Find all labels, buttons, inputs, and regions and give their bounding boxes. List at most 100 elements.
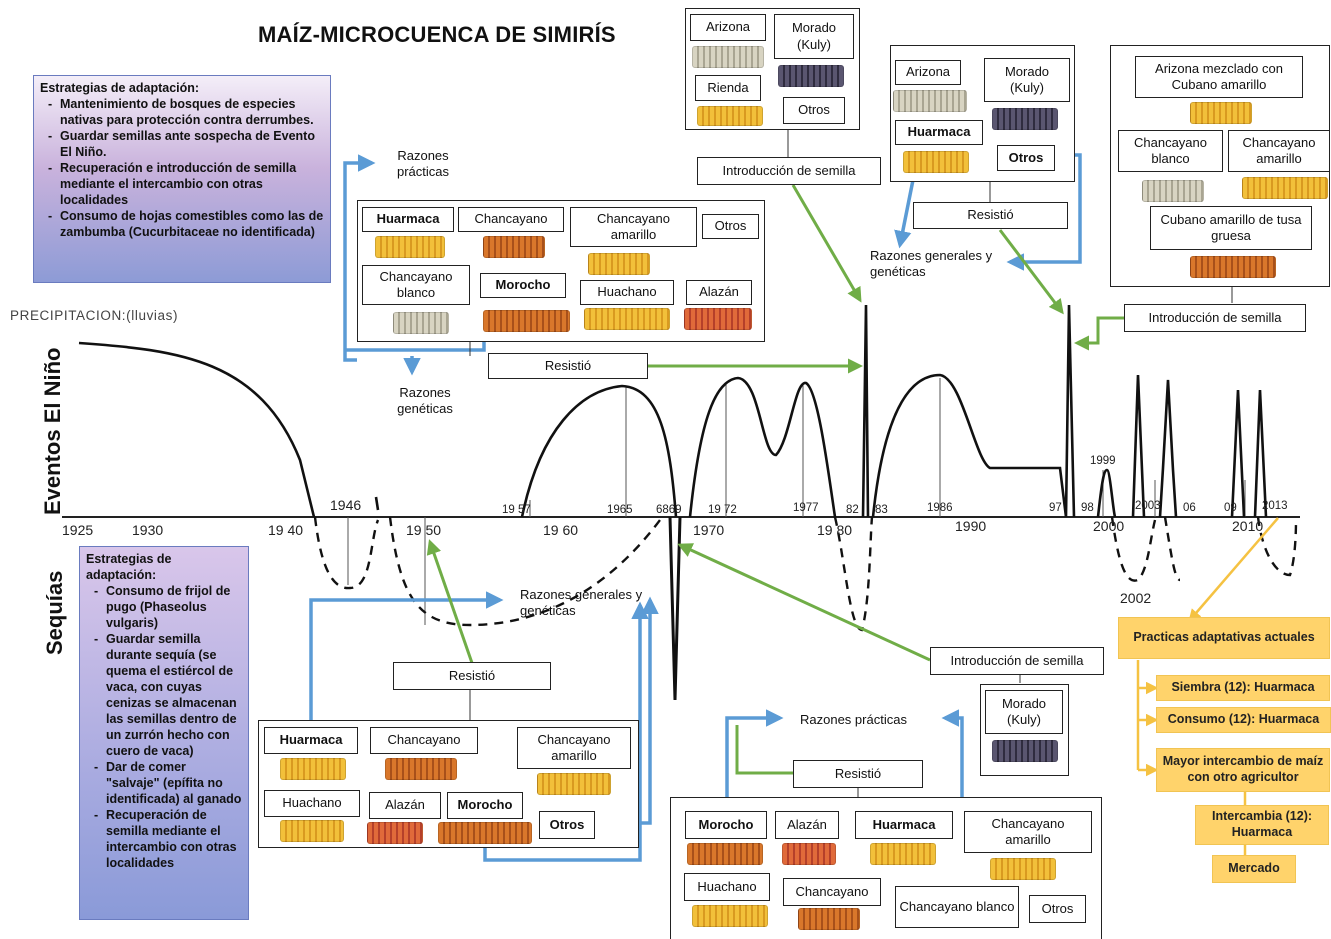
variety-huarmaca: Huarmaca [895,120,983,145]
resistio-box: Resistió [488,353,648,379]
arrow-green-intro-bottom [677,543,931,662]
year-label: 19 40 [268,522,304,538]
arrow-blue-top-right-1 [894,174,916,249]
arrow-green-resistio-bottom [426,539,474,664]
variety-morado-kuly: Morado (Kuly) [984,58,1070,102]
variety-chancayano-blanco: Chancayano blanco [895,886,1019,928]
variety-chancayano-blanco: Chancayano blanco [1118,130,1223,172]
variety-arizona: Arizona [895,60,961,85]
strategy-item: Guardar semillas ante sospecha de Evento… [48,128,324,160]
year-label: 19 50 [406,522,442,538]
corn-image [687,843,763,865]
variety-otros: Otros [539,811,595,839]
corn-image [903,151,969,173]
drought-strategies: Estrategias de adaptación: Consumo de fr… [79,546,249,920]
arrow-green-intro-right [1074,316,1124,351]
corn-image [692,46,764,68]
resistio-box: Resistió [913,202,1068,229]
year-label: 1990 [955,518,987,534]
variety-huarmaca: Huarmaca [362,207,454,232]
corn-image [588,253,650,275]
resistio-box: Resistió [793,760,923,788]
year-label: 2000 [1093,518,1125,534]
variety-alazan: Alazán [686,280,752,305]
corn-image [798,908,860,930]
year-label: 2010 [1232,518,1264,534]
arrow-blue-bottom-left [309,591,504,727]
arrow-blue-top-left [343,154,376,362]
precipitation-label: PRECIPITACION:(lluvias) [10,308,179,323]
strategy-item: Consumo de frijol de pugo (Phaseolus vul… [94,583,242,631]
corn-image [684,308,752,330]
corn-image [375,236,445,258]
year-label: 1930 [132,522,164,538]
year-small: 1986 [927,502,953,514]
strategies-heading: Estrategias de adaptación: [40,81,200,95]
corn-image [893,90,967,112]
variety-morocho: Morocho [447,792,523,819]
year-small: 1977 [793,502,819,514]
arrow-green-resistio-bottom-right [735,725,795,775]
variety-huachano: Huachano [264,790,360,817]
corn-image [990,858,1056,880]
drought-spike-1969 [668,516,682,701]
corn-image [778,65,844,87]
year-small: 2013 [1262,500,1288,512]
corn-image [782,843,836,865]
practice-intercambia: Intercambia (12): Huarmaca [1195,805,1329,845]
year-label: 19 80 [817,522,853,538]
razones-practicas-label: Razones prácticas [800,712,907,727]
variety-chancayano-amarillo: Chancayano amarillo [964,811,1092,853]
year-small: 1946 [330,497,362,513]
razones-generales-label: Razones generales y genéticas [520,587,643,619]
arrow-blue-bottom-right-1 [725,709,784,815]
current-practices-heading: Practicas adaptativas actuales [1118,617,1330,659]
arrow-gold-from-timeline [1188,517,1279,622]
year-small: 1999 [1090,455,1116,467]
year-small: 19 72 [708,504,737,516]
variety-chancayano: Chancayano [458,207,564,232]
corn-image [280,758,346,780]
variety-otros: Otros [783,97,845,124]
year-small: 2003 [1135,500,1161,512]
variety-chancayano-amarillo: Chancayano amarillo [570,207,697,247]
variety-chancayano: Chancayano [370,727,478,754]
introduccion-semilla-box: Introducción de semilla [1124,304,1306,332]
practice-consumo: Consumo (12): Huarmaca [1156,707,1331,733]
corn-image [992,108,1058,130]
corn-image [393,312,449,334]
corn-image [697,106,763,126]
year-small: 1965 [607,504,633,516]
variety-chancayano: Chancayano [783,878,881,906]
el-nino-axis-label: Eventos El Niño [40,347,65,515]
corn-image [483,310,570,332]
practice-siembra: Siembra (12): Huarmaca [1156,675,1330,701]
drought-curve [313,516,1298,632]
corn-image [692,905,768,927]
variety-alazan: Alazán [775,811,839,839]
variety-otros: Otros [1029,895,1086,923]
corn-image [537,773,611,795]
corn-image [385,758,457,780]
year-small: 6869 [656,504,682,516]
el-nino-curve [78,304,1268,518]
strategy-item: Mantenimiento de bosques de especies nat… [48,96,324,128]
practice-mercado: Mercado [1212,855,1296,883]
introduccion-semilla-box: Introducción de semilla [930,647,1104,675]
year-small: 83 [875,504,888,516]
corn-image [1242,177,1328,199]
variety-huarmaca: Huarmaca [855,811,953,839]
corn-image [280,820,344,842]
strategy-item: Recuperación e introducción de semilla m… [48,160,324,208]
corn-image [584,308,670,330]
razones-generales-label: Razones generales y genéticas [870,248,993,280]
year-small: 97 [1049,502,1062,514]
variety-huachano: Huachano [580,280,674,305]
practice-intercambio: Mayor intercambio de maíz con otro agric… [1156,748,1330,792]
variety-huachano: Huachano [684,873,770,901]
variety-rienda: Rienda [695,75,761,101]
corn-image [483,236,545,258]
corn-image [438,822,532,844]
strategy-item: Consumo de hojas comestibles como las de… [48,208,324,240]
